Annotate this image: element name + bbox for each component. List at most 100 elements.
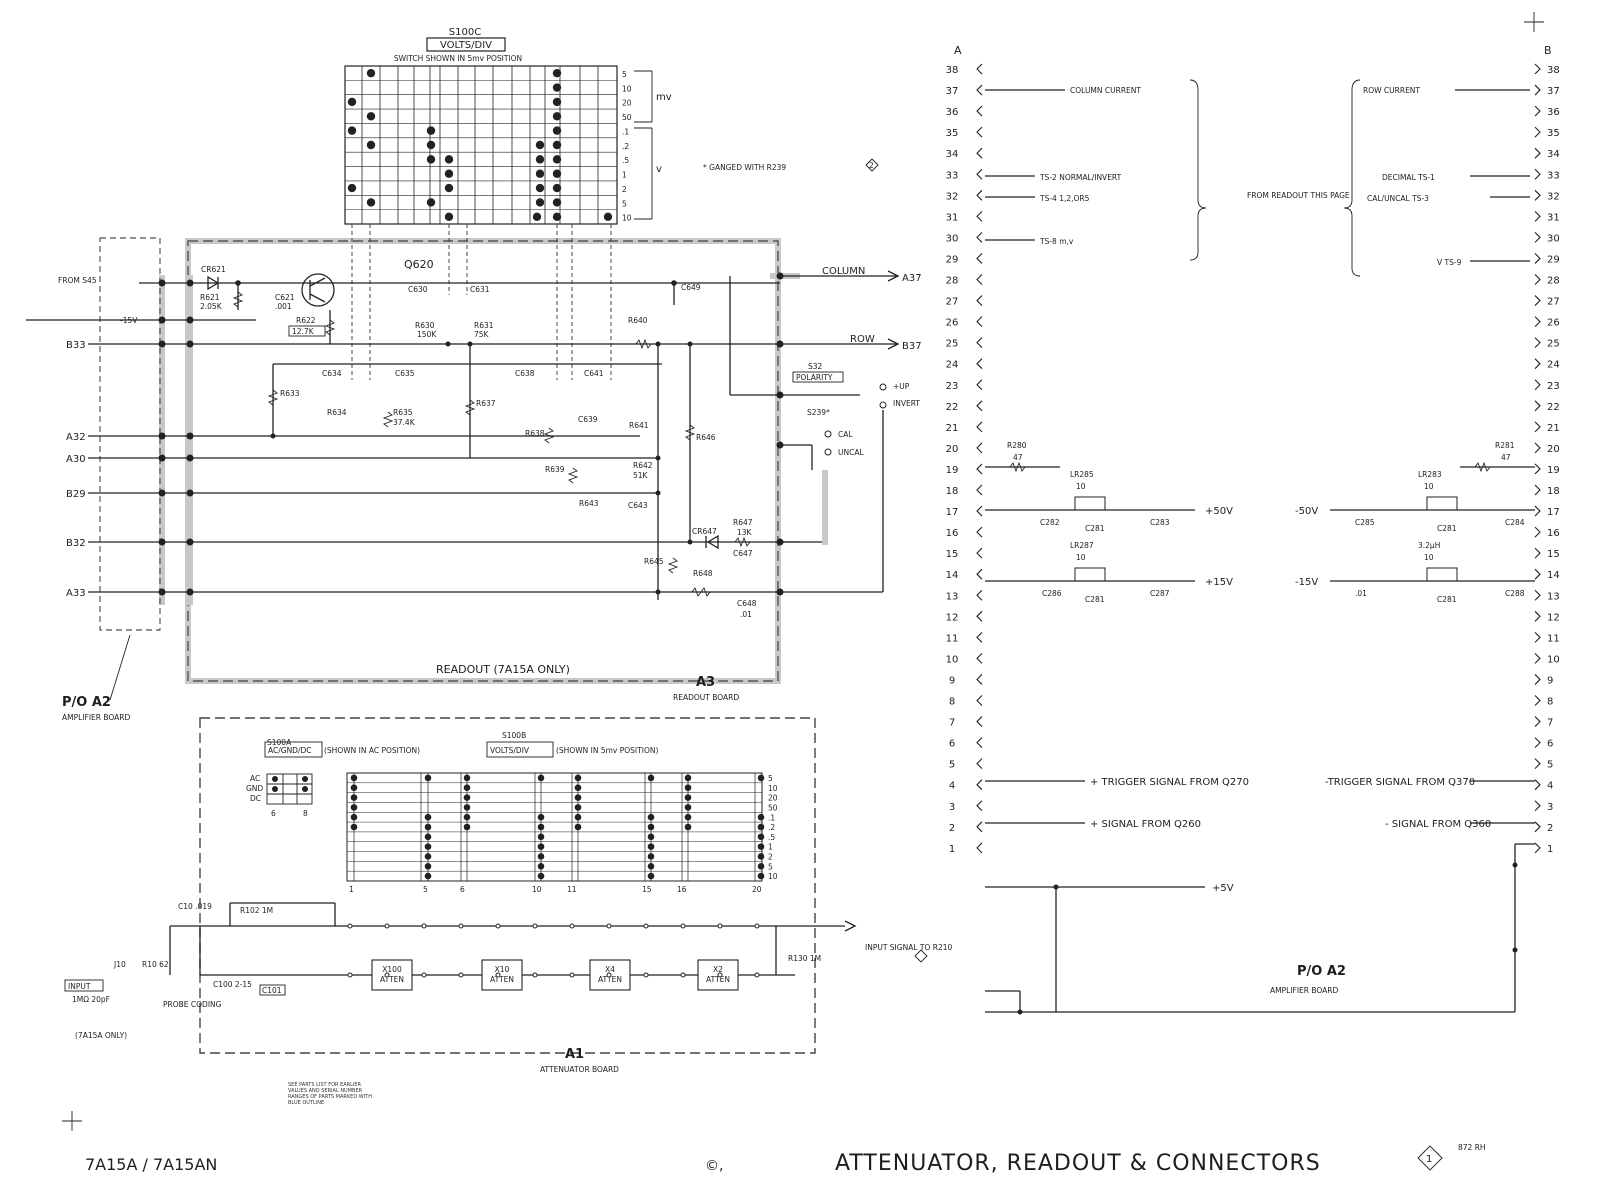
pin-b-label: 27 <box>1547 297 1560 308</box>
pin-a-chevron <box>976 147 983 159</box>
pin-a-label: 32 <box>946 191 959 202</box>
pin-b-chevron <box>1534 358 1541 370</box>
switch-contact-dot <box>424 853 432 860</box>
switch-contact-dot <box>684 774 692 782</box>
pin-b-chevron <box>1534 337 1541 349</box>
pin-a-label: 18 <box>946 486 959 497</box>
pin-a-label: 2 <box>949 823 955 834</box>
switch-contact-dot <box>350 823 358 831</box>
svg-text:10: 10 <box>1424 482 1434 491</box>
pin-a-label: 31 <box>946 212 959 223</box>
switch-contact <box>384 972 390 978</box>
pin-b-chevron <box>1534 800 1541 812</box>
svg-text:-50V: -50V <box>1295 506 1318 517</box>
pin-b-chevron <box>1534 105 1541 117</box>
svg-text:C635: C635 <box>395 369 415 378</box>
svg-text:+UP: +UP <box>893 382 910 391</box>
svg-text:C101: C101 <box>262 986 282 995</box>
pin-b-chevron <box>1534 63 1541 75</box>
svg-text:C634: C634 <box>322 369 342 378</box>
pin-b-chevron <box>1534 379 1541 391</box>
atten-block <box>371 959 413 991</box>
pin-a-chevron <box>976 505 983 517</box>
switch-contact-dot <box>424 823 432 831</box>
pin-b-label: 24 <box>1547 360 1560 371</box>
pin-a-label: 12 <box>946 612 959 623</box>
right-board-label: P/O A2 <box>1297 964 1346 979</box>
pin-b-chevron <box>1534 610 1541 622</box>
switch-contact-dot <box>552 169 562 178</box>
svg-text:GND: GND <box>246 784 263 793</box>
pin-b-chevron <box>1534 631 1541 643</box>
svg-text:47: 47 <box>1013 453 1023 462</box>
a1-label: A1 <box>565 1047 584 1062</box>
switch-contact-dot <box>757 813 765 821</box>
svg-text:C284: C284 <box>1505 518 1525 527</box>
svg-text:C286: C286 <box>1042 589 1062 598</box>
switch-contact-dot <box>424 774 432 782</box>
svg-text:C281: C281 <box>1085 595 1105 604</box>
svg-text:J10: J10 <box>113 960 126 969</box>
switch-contact <box>717 972 723 978</box>
pin-a-chevron <box>976 631 983 643</box>
pin-b-label: 2 <box>1547 823 1553 834</box>
switch-contact-dot <box>366 68 376 78</box>
svg-text:B32: B32 <box>66 538 86 549</box>
svg-text:LR283: LR283 <box>1418 470 1442 479</box>
svg-text:C649: C649 <box>681 283 701 292</box>
svg-text:C631: C631 <box>470 285 490 294</box>
pin-b-label: 20 <box>1547 444 1560 455</box>
switch-contact-dot <box>647 843 655 850</box>
svg-text:INPUT SIGNAL TO R210: INPUT SIGNAL TO R210 <box>865 943 953 952</box>
pin-a-label: 14 <box>946 570 959 581</box>
pin-b-chevron <box>1534 168 1541 180</box>
svg-text:C641: C641 <box>584 369 604 378</box>
switch-contact-dot <box>537 833 545 841</box>
switch-contact-dot <box>647 813 655 821</box>
atten-block-factor: X4 <box>605 965 615 974</box>
switch-contact-dot <box>757 833 765 841</box>
svg-text:C282: C282 <box>1040 518 1060 527</box>
atten-block-factor: X2 <box>713 965 723 974</box>
svg-text:2.05K: 2.05K <box>200 302 223 311</box>
switch-contact-dot <box>350 794 358 801</box>
svg-text:C281: C281 <box>1085 524 1105 533</box>
switch-contact-dot <box>444 155 454 164</box>
switch-contact-dot <box>426 126 436 135</box>
svg-text:R10 62: R10 62 <box>142 960 169 969</box>
svg-text:75K: 75K <box>474 330 490 339</box>
svg-text:LR285: LR285 <box>1070 470 1094 479</box>
svg-text:INPUT: INPUT <box>68 982 91 991</box>
svg-text:C638: C638 <box>515 369 535 378</box>
svg-text:DC: DC <box>250 794 261 803</box>
svg-text:S100A: S100A <box>267 738 292 747</box>
pin-a-label: 26 <box>946 318 959 329</box>
switch-contact-dot <box>552 155 562 164</box>
atten-block-label: ATTEN <box>706 975 730 984</box>
pin-b-chevron <box>1534 147 1541 159</box>
switch-contact-dot <box>444 183 454 193</box>
pin-b-label: 13 <box>1547 591 1560 602</box>
pin-a-label: 13 <box>946 591 959 602</box>
pin-a-label: 21 <box>946 423 959 434</box>
svg-text:10: 10 <box>1424 553 1434 562</box>
pin-b-chevron <box>1534 653 1541 664</box>
pin-a-chevron <box>976 232 983 243</box>
switch-contact-dot <box>426 140 436 150</box>
pin-b-chevron <box>1534 589 1541 601</box>
pin-b-label: 15 <box>1547 549 1560 560</box>
pin-a-chevron <box>976 547 983 559</box>
switch-contact <box>532 972 538 978</box>
pin-b-label: 26 <box>1547 318 1560 329</box>
pin-a-chevron <box>976 84 983 96</box>
pin-a-label: 27 <box>946 297 959 308</box>
svg-text:R633: R633 <box>280 389 300 398</box>
pin-b-label: 9 <box>1547 675 1553 686</box>
volts-div-row-label: 10 <box>622 214 632 223</box>
switch-contact-dot <box>684 823 692 831</box>
svg-text:-15V: -15V <box>120 316 138 325</box>
pin-b-chevron <box>1534 779 1541 791</box>
svg-text:TS-8 m,v: TS-8 m,v <box>1039 237 1074 246</box>
switch-contact-dot <box>537 813 545 821</box>
svg-text:COLUMN CURRENT: COLUMN CURRENT <box>1070 86 1141 95</box>
